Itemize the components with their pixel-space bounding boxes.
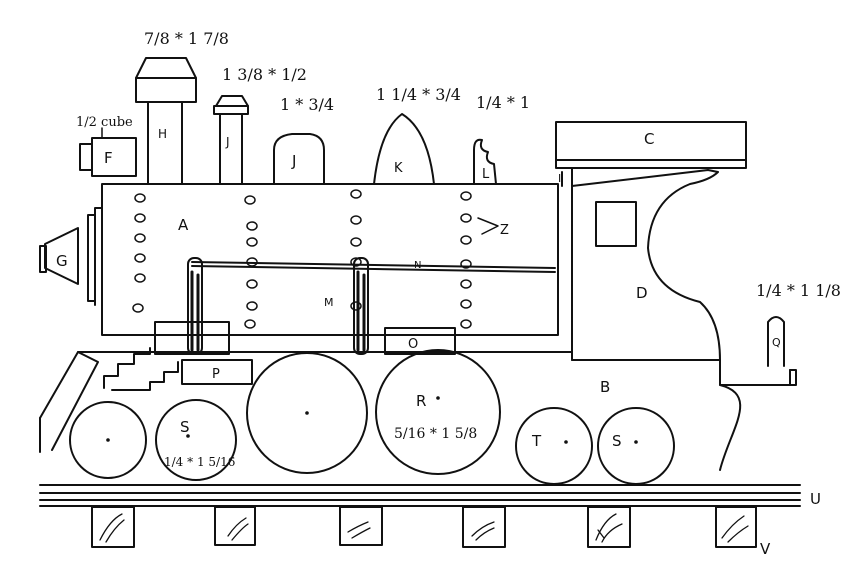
label-o: O <box>408 337 418 352</box>
label-z: Z <box>500 223 509 238</box>
front-steps <box>103 347 151 389</box>
frame-b <box>39 351 797 471</box>
label-h: H <box>158 127 167 141</box>
label-q: Q <box>772 336 781 349</box>
dim-rear-post: 1/4 * 1 1/8 <box>756 281 841 300</box>
rail-ties <box>91 506 757 548</box>
cab-c-d <box>555 121 747 361</box>
label-t: T <box>531 432 542 450</box>
dim-cube: 1/2 cube <box>76 115 133 130</box>
dim-bell: 1/4 * 1 <box>476 93 530 112</box>
dome-j-steam <box>273 133 325 185</box>
cube-f-front <box>79 143 93 171</box>
label-u: U <box>810 490 821 508</box>
dim-big-wheel: 5/16 * 1 5/8 <box>394 426 477 442</box>
dim-sand-dome: 1 3/8 * 1/2 <box>222 65 307 84</box>
post-q <box>767 316 785 367</box>
handrail <box>191 261 556 269</box>
smokestack-h <box>135 57 197 185</box>
wheel-hubs <box>106 396 638 444</box>
rivets <box>132 189 472 329</box>
label-i: I <box>558 172 561 185</box>
dim-stack: 7/8 * 1 7/8 <box>144 29 229 48</box>
label-b: B <box>600 378 610 396</box>
label-v: V <box>760 540 771 557</box>
label-g: G <box>56 252 68 270</box>
cube-f <box>91 137 137 177</box>
label-k: K <box>394 161 403 176</box>
dim-steam-dome: 1 * 3/4 <box>280 95 334 114</box>
label-s-front: S <box>180 418 190 436</box>
label-p: P <box>212 367 220 382</box>
wheels <box>69 349 675 485</box>
piston-rod-rear <box>353 257 369 355</box>
label-s-rear: S <box>612 432 622 450</box>
label-j-dome: J <box>291 152 296 170</box>
label-j-small: J <box>225 135 230 149</box>
boiler-a <box>39 183 559 336</box>
part-o-block <box>384 327 456 355</box>
label-n: N <box>414 260 421 271</box>
dome-j-small <box>213 95 249 185</box>
dim-headlight-dome: 1 1/4 * 3/4 <box>376 85 461 104</box>
piston-rod-front <box>187 257 203 355</box>
label-l: L <box>482 167 490 182</box>
z-pointer <box>477 217 499 235</box>
label-r: R <box>416 392 426 410</box>
steps-inner <box>111 361 179 391</box>
part-p-block <box>181 359 253 385</box>
handrail-lower <box>191 265 556 273</box>
label-d: D <box>636 284 648 302</box>
label-a: A <box>178 216 189 234</box>
bell-l <box>473 138 497 185</box>
rails <box>39 484 801 507</box>
label-c: C <box>644 130 654 148</box>
dim-small-wheel: 1/4 * 1 5/16 <box>164 455 235 469</box>
label-f: F <box>104 149 113 167</box>
dome-k <box>373 113 435 185</box>
label-m: M <box>324 296 334 309</box>
